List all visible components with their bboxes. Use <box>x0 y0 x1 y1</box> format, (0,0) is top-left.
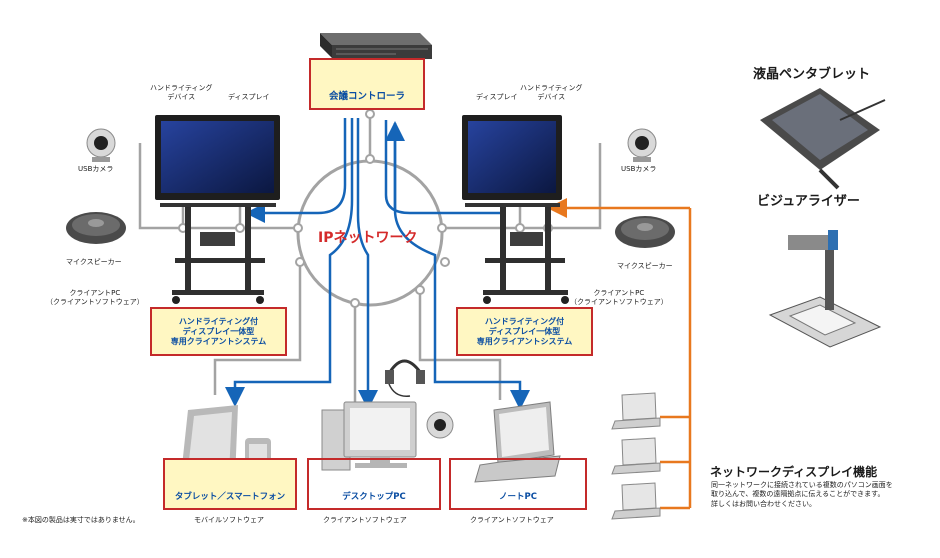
mic-speaker-left <box>66 212 126 244</box>
network-notebook-2 <box>611 437 661 475</box>
right-system-box[interactable]: ハンドライティング付 ディスプレイ一体型 専用クライアントシステム <box>456 307 593 356</box>
right-display-cart <box>462 115 569 304</box>
tablet-smartphone-caption: モバイルソフトウェア <box>194 516 264 524</box>
right-mic-speaker-label: マイクスピーカー <box>617 262 673 270</box>
desktop-pc-box[interactable]: デスクトップPC <box>307 458 441 510</box>
usb-camera-desk <box>426 411 454 439</box>
tablet-smartphone-box[interactable]: タブレット／スマートフォン <box>163 458 297 510</box>
desktop-pc-caption: クライアントソフトウェア <box>323 516 407 524</box>
visualizer-title: ビジュアライザー <box>757 194 860 209</box>
orange-links <box>547 198 692 510</box>
blue-links <box>225 118 530 410</box>
right-usb-camera-label: USBカメラ <box>621 165 657 173</box>
notebook-pc-label: ノートPC <box>499 492 537 503</box>
visualizer-icon <box>768 230 882 348</box>
headset-icon <box>385 359 425 397</box>
conference-controller-label: 会議コントローラ <box>328 91 405 103</box>
mic-speaker-right <box>615 216 675 248</box>
left-display-cart <box>155 115 280 304</box>
pen-tablet-title: 液晶ペンタブレット <box>753 67 871 82</box>
network-notebook-3 <box>611 482 661 520</box>
notebook-pc-icon <box>474 401 561 483</box>
left-client-pc-label: クライアントPC （クライアントソフトウェア） <box>46 289 144 306</box>
desktop-pc-icon <box>321 401 417 471</box>
left-mic-speaker-label: マイクスピーカー <box>66 258 122 266</box>
notebook-pc-caption: クライアントソフトウェア <box>470 516 554 524</box>
left-handwriting-label: ハンドライティング デバイス <box>150 84 213 101</box>
left-system-box[interactable]: ハンドライティング付 ディスプレイ一体型 専用クライアントシステム <box>150 307 287 356</box>
left-usb-camera-label: USBカメラ <box>78 165 114 173</box>
network-display-desc: 同一ネットワークに接続されている複数のパソコン画面を 取り込んで、複数の遠隔拠点… <box>711 481 893 508</box>
ip-network-label: IPネットワーク <box>318 230 418 246</box>
notebook-pc-box[interactable]: ノートPC <box>449 458 587 510</box>
pen-tablet-icon <box>760 88 886 190</box>
usb-camera-left <box>86 128 116 162</box>
footnote: ※本図の製品は実寸ではありません。 <box>22 516 140 524</box>
left-display-label: ディスプレイ <box>228 93 270 101</box>
desktop-pc-label: デスクトップPC <box>342 492 406 503</box>
right-handwriting-label: ハンドライティング デバイス <box>520 84 583 101</box>
conference-controller-box[interactable]: 会議コントローラ <box>309 58 425 110</box>
network-notebook-1 <box>611 392 661 430</box>
network-display-title: ネットワークディスプレイ機能 <box>710 465 878 479</box>
right-client-pc-label: クライアントPC （クライアントソフトウェア） <box>570 289 668 306</box>
right-display-label: ディスプレイ <box>476 93 518 101</box>
usb-camera-right <box>627 128 657 162</box>
server-icon <box>320 33 432 59</box>
tablet-smartphone-label: タブレット／スマートフォン <box>174 492 286 503</box>
